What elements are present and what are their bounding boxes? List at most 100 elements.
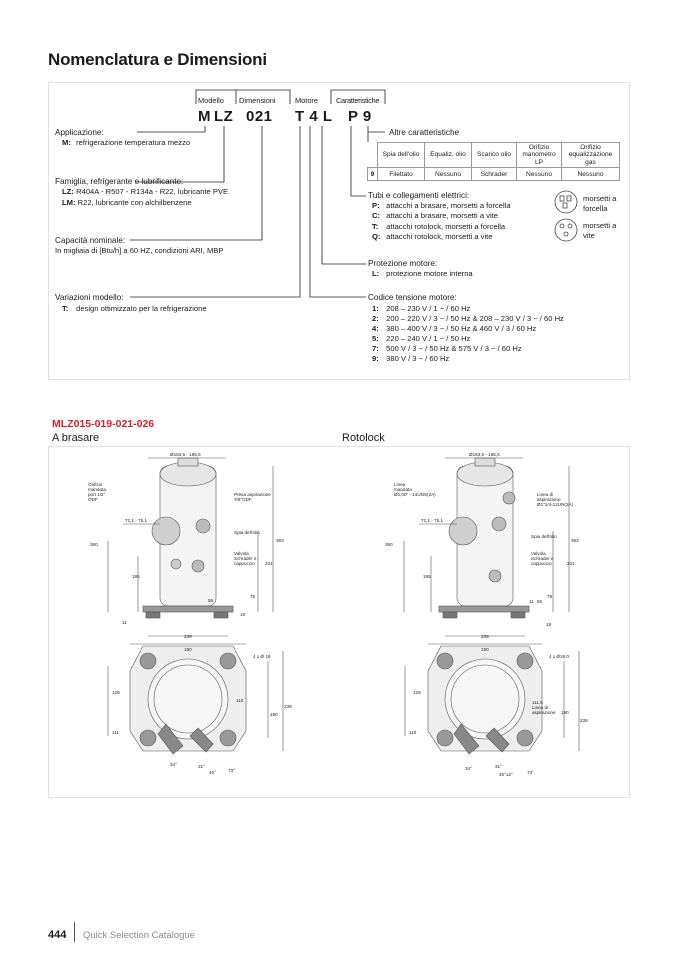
svg-text:Ø1"1/4-12UN(2A): Ø1"1/4-12UN(2A)	[537, 502, 574, 507]
table-header: Orifizio manometro LP	[516, 141, 562, 169]
svg-text:cappuccio: cappuccio	[234, 561, 255, 566]
capacita-title: Capacità nominale:	[55, 236, 126, 245]
svg-text:port 1/2": port 1/2"	[88, 492, 106, 497]
svg-text:78: 78	[250, 594, 256, 599]
famiglia-item: LZ: R404A - R507 - R134a - R22, lubrican…	[62, 187, 229, 196]
tubi-item: T: attacchi rotolock, morsetti a forcell…	[372, 222, 506, 231]
svg-text:190: 190	[561, 710, 569, 715]
svg-text:73°: 73°	[228, 768, 235, 773]
svg-text:45°: 45°	[209, 770, 216, 775]
svg-text:4 x Ø 19: 4 x Ø 19	[253, 654, 271, 659]
protezione-item: L: protezione motore interna	[372, 269, 473, 278]
svg-text:195: 195	[423, 574, 431, 579]
svg-text:110: 110	[236, 698, 244, 703]
variazioni-title: Variazioni modello:	[55, 293, 124, 302]
tubi-item: Q: attacchi rotolock, morsetti a vite	[372, 232, 493, 241]
svg-text:55: 55	[208, 598, 214, 603]
protezione-title: Protezione motore:	[368, 259, 438, 268]
svg-text:45°±2°: 45°±2°	[499, 772, 513, 777]
svg-text:Linea: Linea	[394, 482, 406, 487]
svg-text:393: 393	[571, 538, 579, 543]
svg-text:239: 239	[580, 718, 588, 723]
svg-text:72,1 - 75,1: 72,1 - 75,1	[421, 518, 443, 523]
tubi-item: C: attacchi a brasare, morsetti a vite	[372, 211, 498, 220]
table-row: 9 Filettato Nessuno Schrader Nessuno Nes…	[367, 167, 620, 182]
svg-text:19: 19	[240, 612, 246, 617]
svg-text:11: 11	[529, 599, 534, 604]
svg-text:129: 129	[413, 690, 421, 695]
terminal-icons	[554, 190, 578, 242]
famiglia-title: Famiglia, refrigerante e lubrificante:	[55, 177, 184, 186]
svg-text:111: 111	[112, 730, 119, 735]
svg-text:129: 129	[112, 690, 120, 695]
codice-item: 2: 200 – 220 V / 3 ~ / 50 Hz & 208 – 230…	[372, 314, 564, 323]
capacita-text: In migliaia di [Btu/h] a 60 HZ, condizio…	[55, 246, 224, 255]
svg-text:79: 79	[547, 594, 553, 599]
altre-title: Altre caratteristiche	[389, 128, 460, 137]
nomenclature-panel	[48, 82, 630, 380]
svg-text:55: 55	[537, 599, 543, 604]
svg-text:111,5: 111,5	[532, 700, 543, 705]
code-m: M	[198, 108, 211, 125]
footer-catalogue: Quick Selection Catalogue	[83, 930, 195, 941]
tubi-title: Tubi e collegamenti elettrici:	[368, 191, 470, 200]
tubi-item: P: attacchi a brasare, morsetti a forcel…	[372, 201, 511, 210]
svg-text:231: 231	[265, 561, 273, 566]
svg-text:31°: 31°	[495, 764, 502, 769]
svg-text:Linea di: Linea di	[532, 705, 548, 710]
svg-text:231: 231	[567, 561, 575, 566]
codice-title: Codice tensione motore:	[368, 293, 457, 302]
svg-text:360: 360	[385, 542, 393, 547]
drawings-panel	[48, 446, 630, 798]
drawing-rotolock: Ø163,5 - 165,5 Linea mandata Ø1,00" - 14…	[385, 452, 588, 777]
header-modello: Modello	[198, 96, 224, 105]
codice-item: 4: 380 – 400 V / 3 ~ / 50 Hz & 460 V / 3…	[372, 324, 537, 333]
svg-text:190: 190	[481, 647, 489, 652]
table-header: Scarico olio	[471, 141, 517, 169]
svg-text:239: 239	[184, 634, 192, 639]
svg-text:Spia dell'olio: Spia dell'olio	[234, 530, 260, 535]
famiglia-item: LM: R22, lubricante con alchilbenzene	[62, 198, 192, 207]
footer-divider	[74, 922, 75, 942]
svg-text:34°: 34°	[170, 762, 177, 767]
svg-text:Spia dell'olio: Spia dell'olio	[531, 534, 557, 539]
svg-text:Ø163,5 - 165,5: Ø163,5 - 165,5	[469, 452, 500, 457]
svg-text:cappuccio: cappuccio	[531, 561, 552, 566]
table-header: Spia dell'olio	[377, 141, 425, 169]
code-lz: LZ	[214, 108, 234, 125]
svg-text:aspirazione: aspirazione	[532, 710, 556, 715]
svg-text:Presa aspirazione: Presa aspirazione	[234, 492, 271, 497]
table-header: Equaliz. olio	[424, 141, 472, 169]
svg-text:Valvola: Valvola	[234, 551, 249, 556]
drawing-brasare: Ø163,5 - 165,5 Orifizio mandata port 1/2…	[88, 452, 292, 775]
page-title: Nomenclatura e Dimensioni	[48, 50, 267, 69]
altre-table: Spia dell'olio Equaliz. olio Scarico oli…	[367, 141, 620, 182]
subheading-brasare: A brasare	[52, 432, 100, 444]
svg-text:31°: 31°	[198, 764, 205, 769]
svg-text:Ø163,5 - 165,5: Ø163,5 - 165,5	[170, 452, 201, 457]
header-caratteristiche: Caratteristiche	[336, 96, 380, 105]
model-heading: MLZ015-019-021-026	[52, 418, 155, 430]
codice-item: 7: 500 V / 3 ~ / 50 Hz & 575 V / 3 ~ / 6…	[372, 344, 522, 353]
svg-text:19: 19	[546, 622, 552, 627]
svg-text:190: 190	[184, 647, 192, 652]
codice-item: 9: 380 V / 3 ~ / 60 Hz	[372, 354, 450, 363]
page-number: 444	[48, 929, 67, 941]
svg-text:34°: 34°	[465, 766, 472, 771]
codice-item: 1: 208 – 230 V / 1 ~ / 60 Hz	[372, 304, 471, 313]
svg-text:Schrader e: Schrader e	[531, 556, 554, 561]
svg-text:239: 239	[284, 704, 292, 709]
code-p9: P 9	[348, 108, 372, 125]
svg-text:239: 239	[481, 634, 489, 639]
table-header: Orifizio equalizzazione gas	[561, 141, 620, 169]
nomenclature-connector-lines	[130, 89, 386, 298]
svg-text:73°: 73°	[527, 770, 534, 775]
svg-text:Linea di: Linea di	[537, 492, 553, 497]
svg-text:72,1 - 75,1: 72,1 - 75,1	[125, 518, 147, 523]
svg-text:360: 360	[90, 542, 98, 547]
svg-text:aspirazione: aspirazione	[537, 497, 561, 502]
header-dimensioni: Dimensioni	[239, 96, 276, 105]
svg-text:Ø1,00" - 14UNS(2A): Ø1,00" - 14UNS(2A)	[394, 492, 436, 497]
